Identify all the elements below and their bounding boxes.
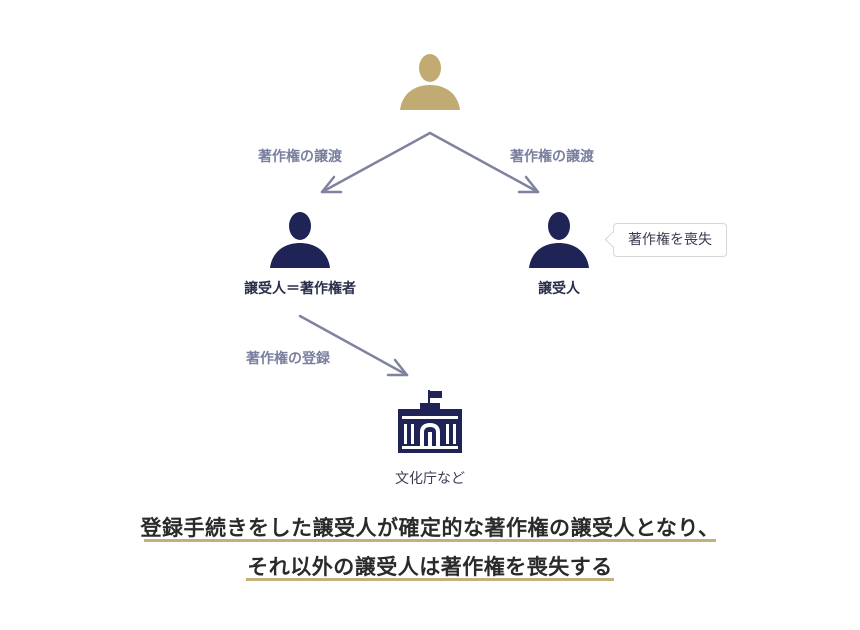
registration-label: 著作権の登録 [246,351,330,367]
summary-line-1: 登録手続きをした譲受人が確定的な著作権の譲受人となり、 [140,516,720,540]
registration-arrow-head [386,358,409,377]
summary-line-2: それ以外の譲受人は著作権を喪失する [247,555,613,579]
transfer-arrow-right-head [517,175,540,194]
transfer-arrow-left-head [320,175,343,194]
right-transferee-person-icon [529,212,589,268]
loss-callout: 著作権を喪失 [604,223,727,257]
registration-arrow [298,314,409,377]
loss-callout-text: 著作権を喪失 [628,232,712,248]
transfer-arrow-left [320,131,432,194]
summary-line-1-underline [144,539,716,542]
right-transferee-label: 譲受人 [538,281,580,297]
original-owner-person-icon [400,54,460,110]
left-transferee-label: 譲受人＝著作権者 [244,281,356,297]
summary-line-2-underline [246,578,614,581]
government-building-icon [398,390,462,453]
transfer-label-right: 著作権の譲渡 [510,149,594,165]
transfer-arrow-right [428,131,540,194]
agency-label: 文化庁など [395,471,465,487]
transfer-label-left: 著作権の譲渡 [258,149,342,165]
left-transferee-person-icon [270,212,330,268]
